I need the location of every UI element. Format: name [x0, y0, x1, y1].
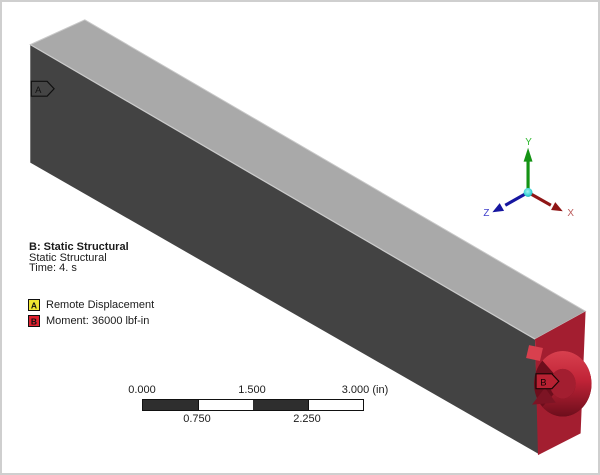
analysis-info: B: Static Structural Static Structural T… [29, 242, 129, 274]
triad-x-arrowhead [551, 202, 563, 212]
beam-solid[interactable] [29, 19, 587, 456]
triad-z-axis[interactable]: Z [483, 191, 529, 219]
marker-b-shape [535, 373, 560, 390]
moment-arrowhead [532, 387, 556, 405]
triad-origin-sphere[interactable] [523, 187, 533, 197]
triad-x-axis[interactable]: X [527, 191, 574, 219]
beam-top-front-edge [29, 44, 536, 340]
scale-ruler [142, 399, 364, 411]
ruler-label-3000-in: 3.000 (in) [341, 384, 389, 396]
moment-ring [542, 351, 592, 417]
legend-item-remote-displacement: A Remote Displacement [28, 299, 154, 311]
moment-tail-tab [526, 345, 543, 361]
ruler-segment [308, 400, 363, 410]
legend-label-b: Moment: 36000 lbf-in [46, 314, 150, 327]
triad-y-arrowhead [523, 147, 533, 162]
legend-key-b: B [31, 316, 37, 326]
triad-z-label: Z [483, 208, 489, 219]
legend-label-a: Remote Displacement [46, 298, 155, 311]
legend-key-a: A [31, 300, 37, 310]
marker-b-tag[interactable]: B [535, 373, 560, 390]
triad-x-label: X [567, 208, 574, 219]
beam-end-face [535, 311, 586, 456]
legend-key-box-b: B [28, 315, 40, 327]
marker-a-shape [30, 80, 55, 97]
triad-z-arrowhead [492, 203, 505, 213]
moment-arrow [526, 345, 592, 417]
ruler-segment [253, 400, 308, 410]
ruler-label-0750: 0.750 [183, 413, 211, 425]
marker-a-tag[interactable]: A [30, 80, 55, 97]
triad-y-axis[interactable]: Y [523, 137, 533, 193]
legend-key-box-a: A [28, 299, 40, 311]
ruler-segment [143, 400, 198, 410]
ruler-label-2250: 2.250 [293, 413, 321, 425]
orientation-triad: Y X Z [483, 137, 574, 219]
analysis-title: B: Static Structural [29, 241, 129, 253]
beam-front-face [30, 44, 539, 455]
marker-a-label: A [35, 84, 42, 95]
ruler-segment [198, 400, 253, 410]
analysis-time: Time: 4. s [29, 262, 77, 274]
analysis-subtitle: Static Structural [29, 251, 107, 264]
marker-b-label: B [540, 377, 546, 388]
legend-item-moment: B Moment: 36000 lbf-in [28, 315, 149, 327]
triad-y-label: Y [525, 137, 532, 148]
ruler-label-1500: 1.500 [238, 384, 266, 396]
ruler-label-0000: 0.000 [128, 384, 156, 396]
